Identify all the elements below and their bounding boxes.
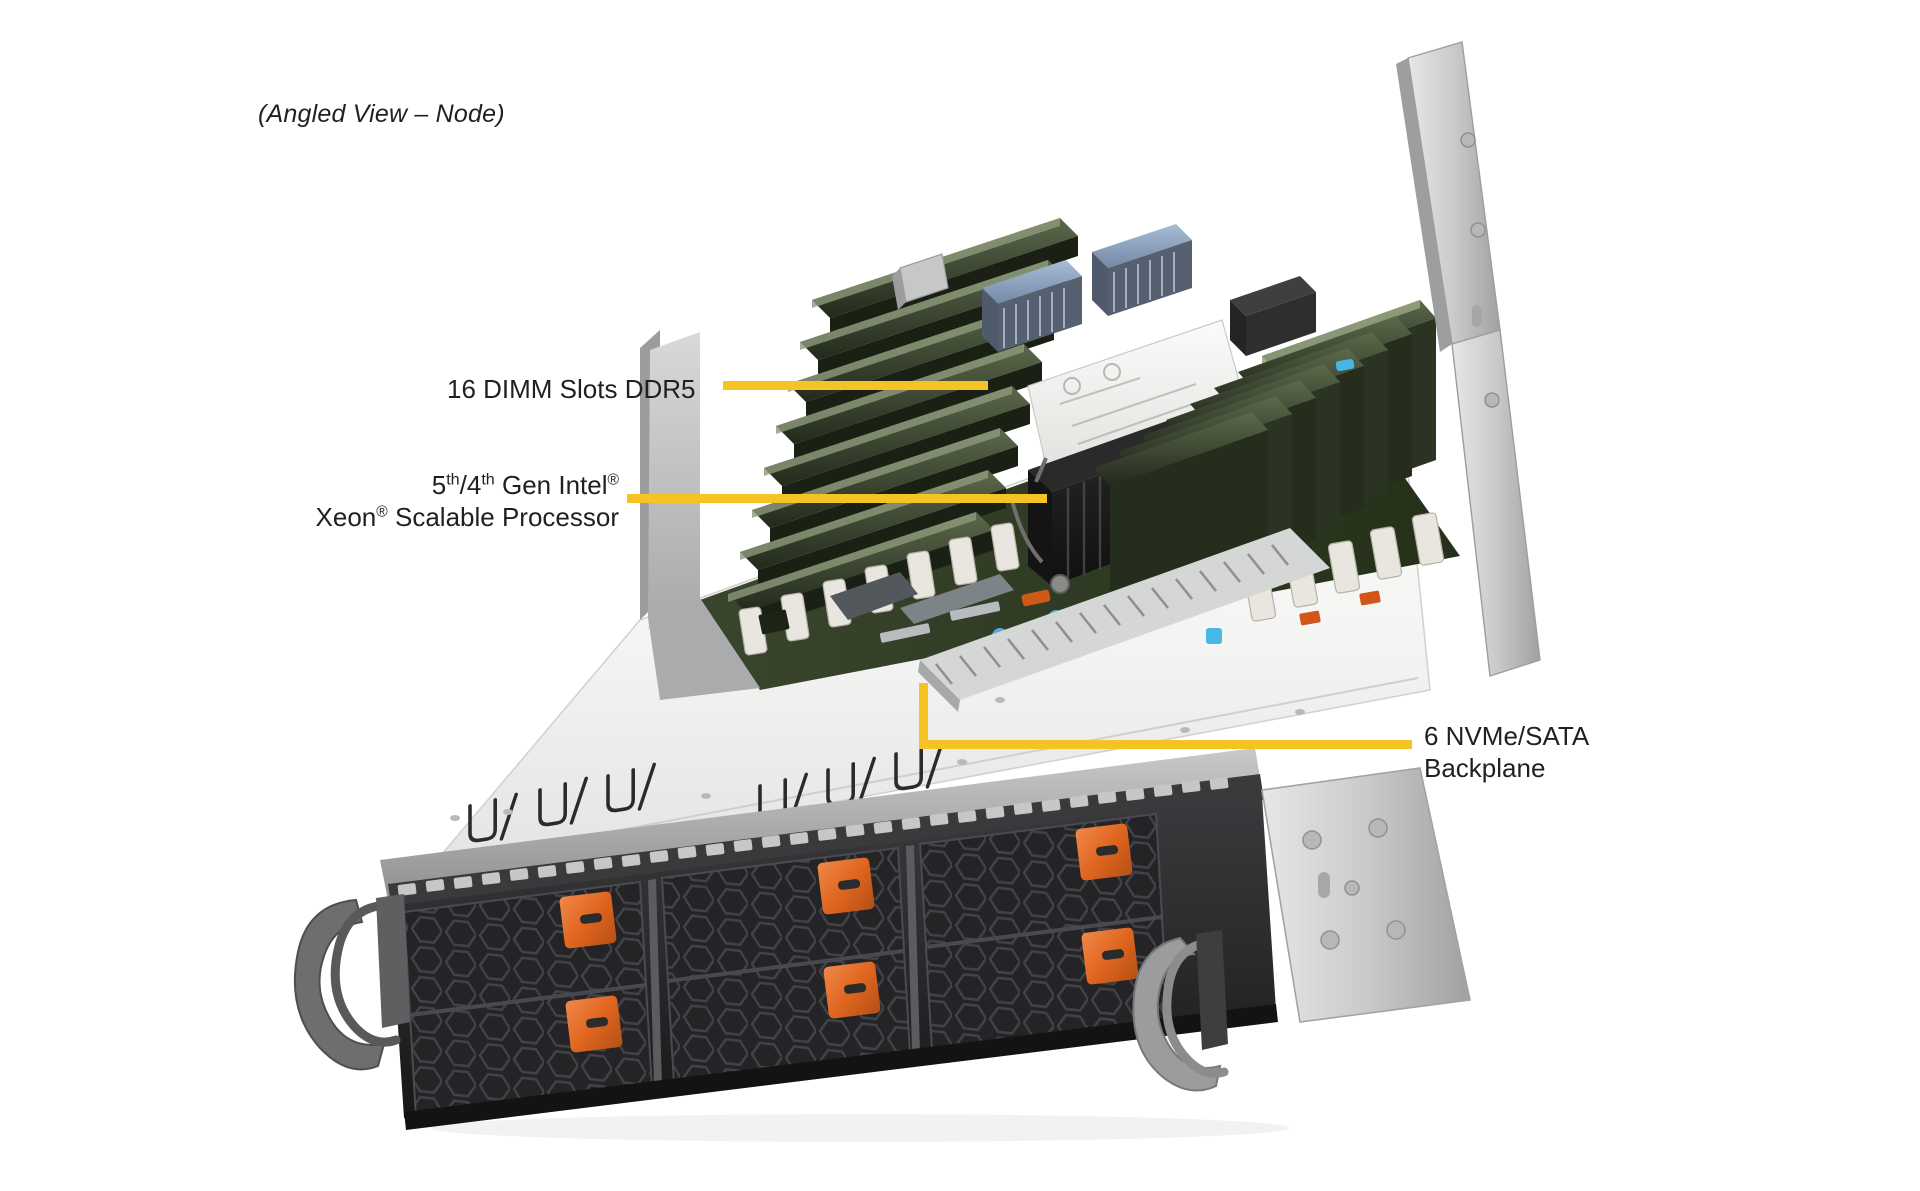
page-caption: (Angled View – Node) [258, 100, 505, 128]
intel-registered-mark: ® [607, 471, 620, 489]
dimm-slots-callout-label: 16 DIMM Slots DDR5 [447, 374, 696, 404]
gen5-ordinal: th [446, 470, 460, 489]
scalable-processor-text: Scalable Processor [387, 501, 619, 532]
processor-leader-line [627, 494, 1047, 503]
processor-callout: 5th/4th Gen Intel® Xeon® Scalable Proces… [279, 470, 619, 533]
rack-handle-left [293, 894, 410, 1071]
drive-bay-group-1 [402, 880, 654, 1120]
rack-ear-right [1261, 767, 1471, 1023]
processor-callout-line2: Xeon® Scalable Processor [279, 502, 619, 534]
drive-tray [918, 812, 1164, 948]
xeon-registered-mark: ® [376, 503, 388, 521]
backplane-leader-line-horizontal [919, 740, 1412, 749]
nvme-sata-backplane [918, 528, 1330, 712]
front-drive-bay-assembly [380, 748, 1278, 1130]
drive-tray [660, 846, 906, 982]
drive-tray [402, 880, 648, 1016]
chassis-rear-bracket [1396, 41, 1541, 677]
drive-bay-group-2 [660, 846, 912, 1086]
backplane-callout-line1: 6 NVMe/SATA [1424, 721, 1590, 751]
rear-connector-modules [982, 224, 1316, 356]
gen5-number: 5 [431, 470, 447, 500]
backplane-leader-line-vertical [919, 683, 928, 749]
dimm-leader-line [723, 381, 988, 390]
dimm-slots-callout: 16 DIMM Slots DDR5 [447, 374, 696, 406]
pcb-components [758, 572, 1064, 644]
backplane-callout: 6 NVMe/SATA Backplane [1424, 721, 1589, 784]
gen4-ordinal: th [481, 470, 495, 489]
drive-tray [666, 950, 912, 1086]
backplane-callout-line2: Backplane [1424, 752, 1546, 783]
gen4-number: /4 [459, 470, 482, 500]
xeon-brand: Xeon [315, 501, 377, 532]
intel-brand: Gen Intel [494, 470, 608, 500]
drive-bay-group-3 [918, 812, 1170, 1052]
chassis-rear-tab [892, 253, 949, 310]
drive-tray [408, 984, 654, 1120]
rack-handle-right [1132, 930, 1229, 1092]
processor-callout-line1: 5th/4th Gen Intel® [279, 470, 619, 502]
